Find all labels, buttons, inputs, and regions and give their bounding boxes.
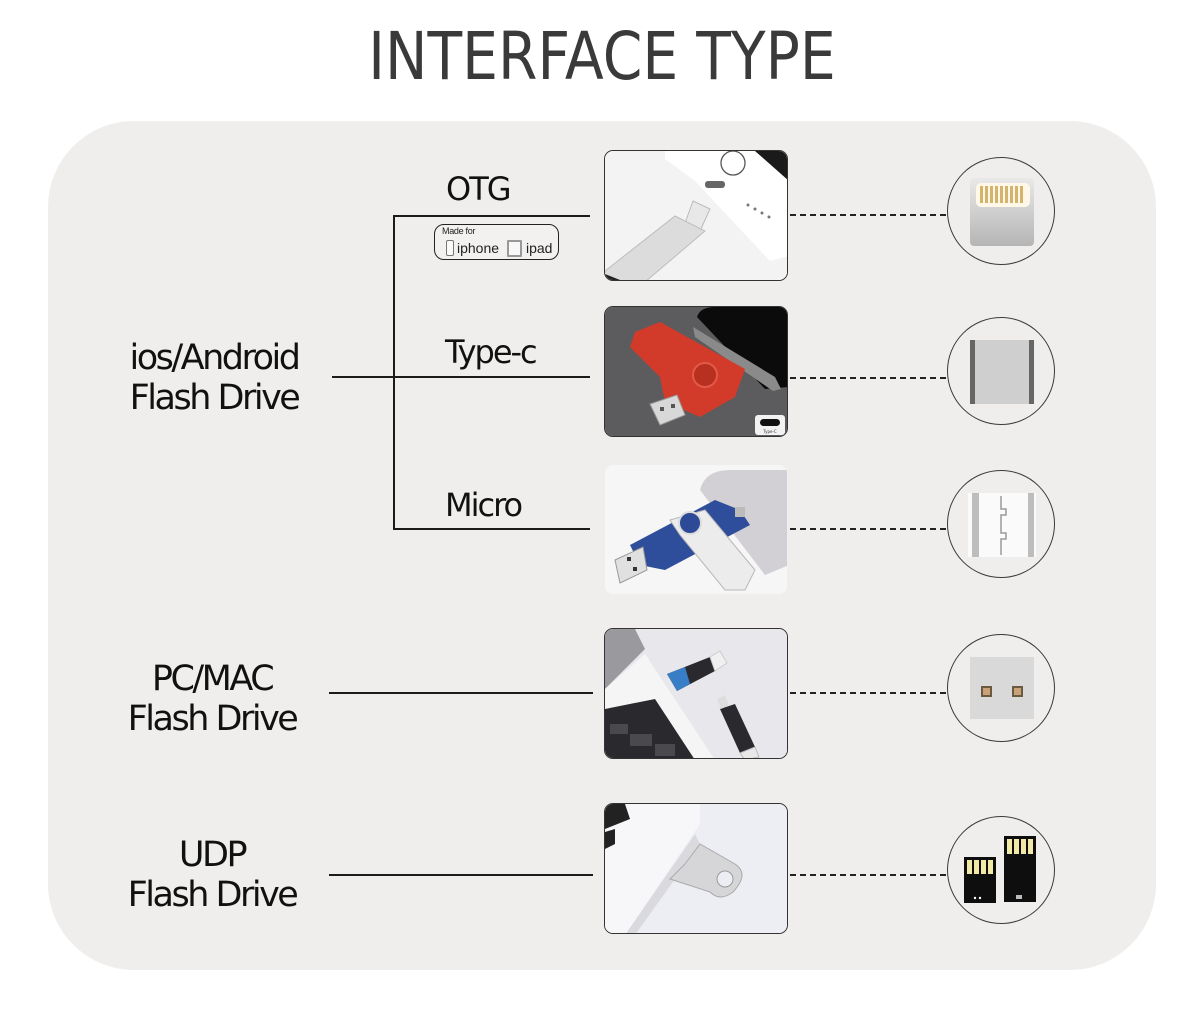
ipad-icon — [507, 240, 522, 257]
category-label-pc-mac: PC/MAC Flash Drive — [102, 659, 322, 739]
metal-keyring-drive-photo — [604, 803, 788, 934]
page-title: INTERFACE TYPE — [368, 18, 836, 95]
dashed-line-pc-mac — [790, 692, 946, 694]
udp-chip-icon — [947, 816, 1055, 924]
red-swivel-type-c-drive-photo: Type-C — [604, 306, 788, 437]
made-for-text: Made for — [442, 226, 476, 236]
category-label-line2: Flash Drive — [129, 378, 301, 418]
branch-label-type-c: Type-c — [445, 333, 538, 371]
dashed-line-micro — [790, 528, 946, 530]
connector-line-otg — [393, 215, 590, 217]
connector-line-pc-mac — [329, 692, 593, 694]
dashed-line-otg — [790, 214, 946, 216]
type-c-photo-badge: Type-C — [762, 429, 777, 434]
usb-a-connector-icon — [947, 634, 1055, 742]
connector-line-ios-trunk — [393, 215, 395, 530]
category-label-ios-android: ios/Android Flash Drive — [104, 338, 324, 418]
black-usb-drive-laptop-photo — [604, 628, 788, 759]
iphone-icon — [446, 240, 454, 256]
iphone-text: iphone — [457, 240, 500, 256]
category-label-line2: Flash Drive — [127, 875, 299, 915]
category-label-udp: UDP Flash Drive — [102, 835, 322, 915]
blue-swivel-micro-usb-drive-photo — [604, 464, 788, 595]
lightning-flash-drive-photo — [604, 150, 788, 281]
dashed-line-type-c — [790, 377, 946, 379]
connector-line-micro — [393, 528, 590, 530]
usb-c-connector-icon — [947, 317, 1055, 425]
category-label-line1: UDP — [178, 835, 248, 875]
category-label-line1: ios/Android — [129, 338, 301, 378]
micro-usb-connector-icon — [947, 470, 1055, 578]
lightning-connector-icon — [947, 157, 1055, 265]
connector-line-udp — [329, 874, 593, 876]
ipad-text: ipad — [526, 240, 553, 256]
category-label-line2: Flash Drive — [127, 699, 299, 739]
dashed-line-udp — [790, 874, 946, 876]
branch-label-micro: Micro — [445, 486, 523, 524]
made-for-iphone-ipad-badge: Made for iphone ipad — [434, 224, 559, 260]
connector-line-ios-main — [332, 376, 590, 378]
category-label-line1: PC/MAC — [151, 659, 275, 699]
branch-label-otg: OTG — [446, 170, 512, 208]
